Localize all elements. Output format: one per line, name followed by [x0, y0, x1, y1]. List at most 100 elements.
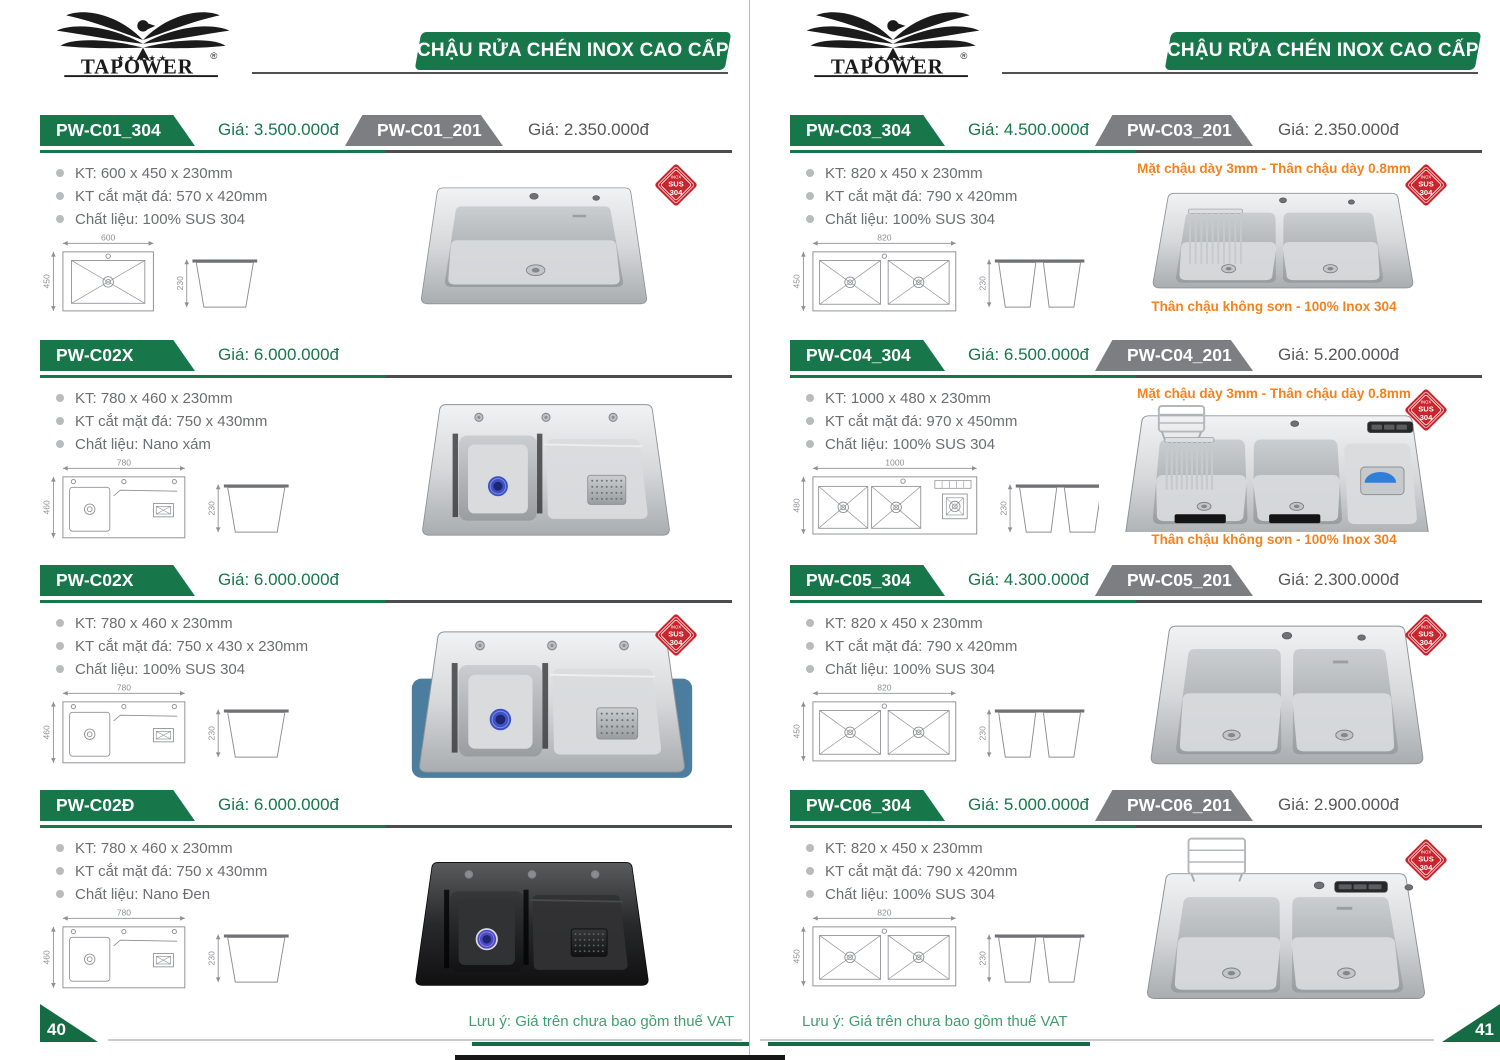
product-photo [421, 187, 647, 305]
spec-item: KT: 820 x 450 x 230mm [806, 165, 1017, 182]
model-code-primary: PW-C03_304 [806, 120, 911, 140]
price-primary: Giá: 4.300.000đ [968, 570, 1089, 589]
sus-badge-line2: SUS [1418, 855, 1433, 864]
svg-text:820: 820 [877, 682, 892, 692]
svg-text:600: 600 [101, 232, 116, 242]
product-block: PW-C04_304 Giá: 6.500.000đ PW-C04_201 Gi… [750, 340, 1500, 565]
thickness-note: Mặt chậu dày 3mm - Thân chậu dày 0.8mm [1137, 161, 1411, 176]
model-code-secondary: PW-C06_201 [1127, 795, 1232, 815]
brand-wordmark: TAPOWER [81, 54, 194, 78]
product-photo [411, 631, 693, 778]
category-banner-text: CHẬU RỬA CHÉN INOX CAO CẤP [417, 40, 729, 61]
sus-badge-line2: SUS [668, 180, 683, 189]
model-code-secondary: PW-C04_201 [1127, 345, 1232, 365]
product-photo [1125, 404, 1429, 532]
price-primary: Giá: 4.500.000đ [968, 120, 1089, 139]
model-badge-primary: PW-C02Đ [40, 790, 195, 821]
model-badge-primary: PW-C02X [40, 565, 195, 596]
brand-wordmark: TAPOWER [831, 54, 944, 78]
sus-badge-line3: 304 [1420, 638, 1433, 647]
sus304-badge: INOX SUS 304 [652, 161, 700, 209]
category-banner-text: CHẬU RỬA CHÉN INOX CAO CẤP [1167, 40, 1479, 61]
svg-text:230: 230 [206, 501, 216, 516]
category-banner: CHẬU RỬA CHÉN INOX CAO CẤP [1164, 32, 1482, 70]
product-separator-rule [790, 825, 1482, 828]
spec-item: KT: 780 x 460 x 230mm [56, 615, 308, 632]
sus-badge-line1: INOX [1421, 175, 1431, 180]
product-separator-rule [40, 825, 732, 828]
model-code-primary: PW-C02X [56, 570, 134, 590]
product-block: PW-C02Đ Giá: 6.000.000đ KT: 780 x 460 x … [0, 790, 750, 1015]
spec-item: KT: 600 x 450 x 230mm [56, 165, 267, 182]
price-secondary: Giá: 5.200.000đ [1278, 345, 1399, 364]
dimension-diagram: 600 450 230 [42, 232, 258, 312]
spec-item: KT cắt mặt đá: 750 x 430mm [56, 413, 267, 430]
product-separator-rule [40, 600, 732, 603]
svg-text:460: 460 [42, 500, 52, 515]
svg-text:450: 450 [792, 274, 802, 289]
svg-text:780: 780 [117, 682, 132, 692]
footer-note: Lưu ý: Giá trên chưa bao gồm thuế VAT [802, 1013, 1068, 1030]
svg-text:230: 230 [977, 951, 987, 966]
sus304-badge: INOX SUS 304 [1402, 836, 1450, 884]
page-number: 40 [47, 1020, 66, 1039]
price-secondary: Giá: 2.900.000đ [1278, 795, 1399, 814]
logo-stars: ★★★★★ [117, 53, 169, 63]
product-photo [1147, 837, 1425, 999]
model-code-primary: PW-C02X [56, 345, 134, 365]
material-note: Thân chậu không sơn - 100% Inox 304 [1151, 299, 1397, 314]
price-secondary: Giá: 2.350.000đ [1278, 120, 1399, 139]
svg-text:450: 450 [792, 949, 802, 964]
header-rule [252, 72, 728, 74]
product-separator-rule [40, 150, 732, 153]
model-badge-primary: PW-C03_304 [790, 115, 945, 146]
svg-text:450: 450 [792, 724, 802, 739]
product-block: PW-C05_304 Giá: 4.300.000đ PW-C05_201 Gi… [750, 565, 1500, 790]
price-primary: Giá: 6.000.000đ [218, 795, 339, 814]
model-code-primary: PW-C04_304 [806, 345, 911, 365]
svg-text:230: 230 [977, 276, 987, 291]
price-primary: Giá: 3.500.000đ [218, 120, 339, 139]
page-number: 41 [1475, 1020, 1494, 1039]
product-block: PW-C03_304 Giá: 4.500.000đ PW-C03_201 Gi… [750, 115, 1500, 340]
spec-item: KT cắt mặt đá: 750 x 430 x 230mm [56, 638, 308, 655]
product-photo [422, 404, 670, 536]
spec-item: KT: 1000 x 480 x 230mm [806, 390, 1017, 407]
sus-badge-line3: 304 [1420, 188, 1433, 197]
material-note: Thân chậu không sơn - 100% Inox 304 [1151, 532, 1397, 547]
svg-text:230: 230 [206, 726, 216, 741]
product-photo [1150, 625, 1424, 765]
brand-logo eagle-logo-icon: ★★★★★ TAPOWER ® [56, 12, 230, 78]
sus-badge-line2: SUS [1418, 630, 1433, 639]
product-block: PW-C01_304 Giá: 3.500.000đ PW-C01_201 Gi… [0, 115, 750, 340]
spec-item: Chất liệu: 100% SUS 304 [806, 436, 1017, 453]
spec-item: KT: 780 x 460 x 230mm [56, 390, 267, 407]
product-block: PW-C06_304 Giá: 5.000.000đ PW-C06_201 Gi… [750, 790, 1500, 1015]
product-block: PW-C02X Giá: 6.000.000đ KT: 780 x 460 x … [0, 340, 750, 565]
svg-text:230: 230 [175, 276, 185, 291]
model-code-primary: PW-C02Đ [56, 795, 135, 815]
page-right: ★★★★★ TAPOWER ® CHẬU RỬA CHÉN INOX CAO C… [750, 0, 1500, 1060]
spec-list: KT: 780 x 460 x 230mm KT cắt mặt đá: 750 … [56, 390, 267, 459]
footer-rule [760, 1039, 1434, 1041]
svg-text:480: 480 [792, 498, 802, 513]
category-banner: CHẬU RỬA CHÉN INOX CAO CẤP [414, 32, 732, 70]
spec-item: Chất liệu: 100% SUS 304 [806, 211, 1017, 228]
sus-badge-line3: 304 [670, 638, 683, 647]
product-photo [1152, 192, 1414, 289]
sus-badge-line1: INOX [1421, 625, 1431, 630]
page-left: ★★★★★ TAPOWER ® CHẬU RỬA CHÉN INOX CAO C… [0, 12, 750, 1046]
product-separator-rule [790, 150, 1482, 153]
svg-text:780: 780 [117, 907, 132, 917]
price-primary: Giá: 6.000.000đ [218, 345, 339, 364]
svg-text:820: 820 [877, 907, 892, 917]
svg-text:450: 450 [42, 274, 52, 289]
model-badge-secondary: PW-C06_201 [1095, 790, 1253, 821]
spec-item: Chất liệu: 100% SUS 304 [56, 661, 308, 678]
logo-stars: ★★★★★ [867, 53, 919, 63]
spec-item: KT: 780 x 460 x 230mm [56, 840, 267, 857]
svg-text:1000: 1000 [885, 457, 904, 467]
